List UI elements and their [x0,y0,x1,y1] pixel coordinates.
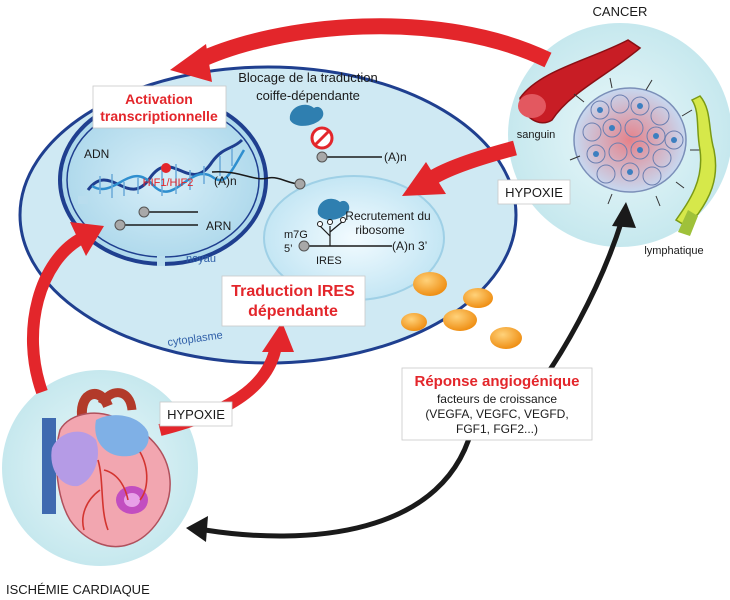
reponse-box: Réponse angiogénique facteurs de croissa… [401,367,593,441]
cancer-label: CANCER [593,4,648,19]
recrutement-line1: Recrutement du [345,209,430,223]
adn-label: ADN [84,147,109,161]
reponse-line3: FGF1, FGF2...) [456,422,538,436]
reponse-line1: facteurs de croissance [437,392,557,406]
tumor-illustration [518,39,717,236]
hypoxie-cancer-box: HYPOXIE [497,179,571,205]
exported-cap [294,178,306,190]
recrutement-line2: ribosome [355,223,405,237]
growth-factors [401,272,522,349]
activation-line2: transcriptionnelle [100,108,218,124]
nucleus-rna [114,206,198,231]
heart-illustration [42,388,171,548]
blocked-translation [289,104,382,163]
blocage-line2: coiffe-dépendante [256,88,360,103]
polyA-mid: (A)n [214,174,237,188]
traduction-line1: Traduction IRES [231,283,355,300]
m7g-label: m7G [284,229,308,241]
sanguin-label: sanguin [517,129,556,141]
hif-dot [161,163,171,173]
ires-label: IRES [316,255,342,267]
red-arrows [26,18,552,436]
dna-helix [86,138,246,198]
hif-label: HIF1/HIF2 [143,177,194,189]
polyA-top: (A)n [384,150,407,164]
reponse-line2: (VEGFA, VEGFC, VEGFD, [425,407,568,421]
hypoxie-heart-box: HYPOXIE [159,401,233,427]
polyA-three: (A)n 3’ [392,239,427,253]
hypoxie-cancer-label: HYPOXIE [505,185,563,200]
blocage-line1: Blocage de la traduction [238,70,377,85]
hypoxie-heart-label: HYPOXIE [167,407,225,422]
ires-structure [298,198,392,252]
exported-mrna [211,171,301,185]
noyau-label: noyau [186,253,216,265]
ischemie-label: ISCHÉMIE CARDIAQUE [6,582,150,597]
activation-line1: Activation [125,91,193,107]
traduction-line2: dépendante [248,303,338,320]
reponse-title: Réponse angiogénique [414,373,579,390]
activation-box: Activation transcriptionnelle [92,85,227,129]
arn-label: ARN [206,219,231,233]
five-prime-label: 5’ [284,243,293,255]
lymphatique-label: lymphatique [644,245,703,257]
traduction-box: Traduction IRES dépendante [221,275,366,327]
